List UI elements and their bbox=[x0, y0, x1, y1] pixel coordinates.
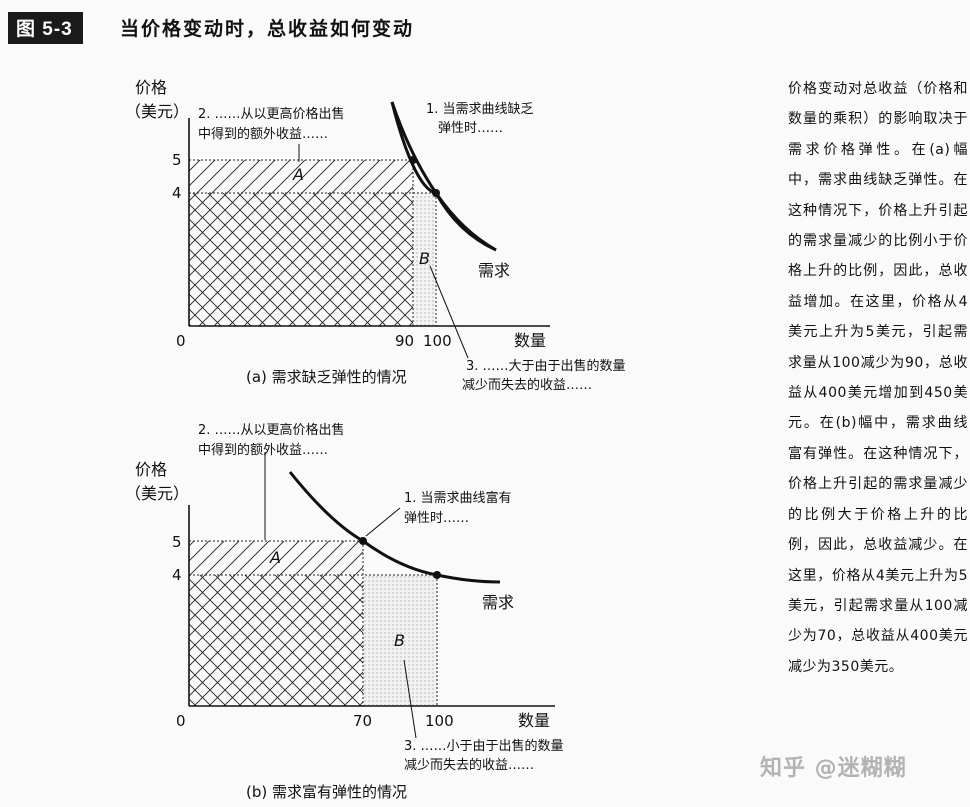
y-tick-4: 4 bbox=[172, 184, 182, 202]
origin-label: 0 bbox=[176, 332, 186, 350]
y-axis-label-2: （美元） bbox=[125, 102, 189, 121]
demand-curve bbox=[288, 471, 501, 584]
y-tick-5: 5 bbox=[172, 151, 182, 169]
panel-a-guides bbox=[189, 159, 437, 326]
region-lost-revenue bbox=[189, 193, 413, 326]
figure-description: 价格变动对总收益（价格和数量的乘积）的影响取决于需求价格弹性。在(a)幅中，需求… bbox=[788, 81, 968, 675]
origin-label: 0 bbox=[176, 712, 186, 730]
point-70-5 bbox=[359, 537, 367, 545]
region-b-label: B bbox=[394, 631, 405, 650]
point-100-4 bbox=[433, 571, 441, 579]
figure-number-badge: 图 5-3 bbox=[8, 12, 83, 44]
chart-panel-b: 2. ……从以更高价格出售 中得到的额外收益…… 价格 （美元） 1. 当需求曲… bbox=[125, 422, 564, 801]
panel-b-axes bbox=[188, 505, 555, 707]
y-tick-5: 5 bbox=[172, 533, 182, 551]
panel-a-regions bbox=[189, 160, 436, 326]
note3-line2: 减少而失去的收益…… bbox=[462, 377, 592, 393]
note3-line1: 3. ……大于由于出售的数量 bbox=[466, 358, 626, 374]
point-100-4 bbox=[432, 189, 440, 197]
leader-b bbox=[429, 265, 469, 359]
panel-b-guides bbox=[189, 540, 438, 706]
point-90-5 bbox=[409, 156, 417, 164]
y-axis-label-1: 价格 bbox=[135, 460, 167, 479]
y-axis-label-2: （美元） bbox=[125, 484, 189, 503]
region-a-label: A bbox=[269, 548, 281, 567]
region-a-extra-revenue bbox=[189, 541, 363, 575]
note2-line1: 2. ……从以更高价格出售 bbox=[198, 422, 345, 438]
note1-line1: 1. 当需求曲线缺乏 bbox=[426, 102, 534, 117]
x-tick-70: 70 bbox=[353, 712, 372, 730]
curve-label: 需求 bbox=[482, 593, 514, 612]
note3-line1: 3. ……小于由于出售的数量 bbox=[404, 738, 564, 754]
note1-line2: 弹性时…… bbox=[404, 511, 469, 526]
region-retained-revenue bbox=[189, 575, 363, 706]
panel-b-caption: (b) 需求富有弹性的情况 bbox=[246, 783, 407, 801]
note3-line2: 减少而失去的收益…… bbox=[404, 757, 534, 773]
note1-line2: 弹性时…… bbox=[438, 121, 503, 136]
y-axis-label-1: 价格 bbox=[135, 78, 167, 97]
x-tick-100: 100 bbox=[423, 332, 452, 350]
panel-a-axes bbox=[188, 118, 550, 327]
x-tick-100: 100 bbox=[425, 712, 454, 730]
region-b-lost-revenue bbox=[363, 575, 437, 706]
figure-title: 当价格变动时，总收益如何变动 bbox=[120, 18, 415, 40]
region-b-label: B bbox=[419, 249, 430, 268]
x-axis-label: 数量 bbox=[518, 711, 550, 730]
figure-header: 图 5-3 当价格变动时，总收益如何变动 bbox=[8, 8, 768, 44]
region-a-label: A bbox=[292, 165, 304, 184]
x-axis-label: 数量 bbox=[514, 331, 546, 350]
note1-line1: 1. 当需求曲线富有 bbox=[404, 490, 512, 506]
note2-line1: 2. ……从以更高价格出售 bbox=[198, 106, 345, 122]
leader-note1 bbox=[365, 507, 401, 537]
region-b-lost-revenue bbox=[413, 193, 436, 326]
watermark-text: 知乎 @迷糊糊 bbox=[760, 756, 907, 781]
note2-line2: 中得到的额外收益…… bbox=[198, 126, 328, 142]
panel-a-caption: (a) 需求缺乏弹性的情况 bbox=[246, 368, 407, 386]
panel-b-regions bbox=[189, 541, 437, 706]
curve-label: 需求 bbox=[478, 261, 510, 280]
y-tick-4: 4 bbox=[172, 566, 182, 584]
x-tick-90: 90 bbox=[395, 332, 414, 350]
note2-line2: 中得到的额外收益…… bbox=[198, 442, 328, 458]
leader-b bbox=[403, 659, 417, 739]
chart-panel-a: 价格 （美元） 5 4 0 90 100 数量 需求 A B 1. 当需求曲线缺… bbox=[125, 78, 626, 393]
region-a-extra-revenue bbox=[189, 160, 413, 193]
